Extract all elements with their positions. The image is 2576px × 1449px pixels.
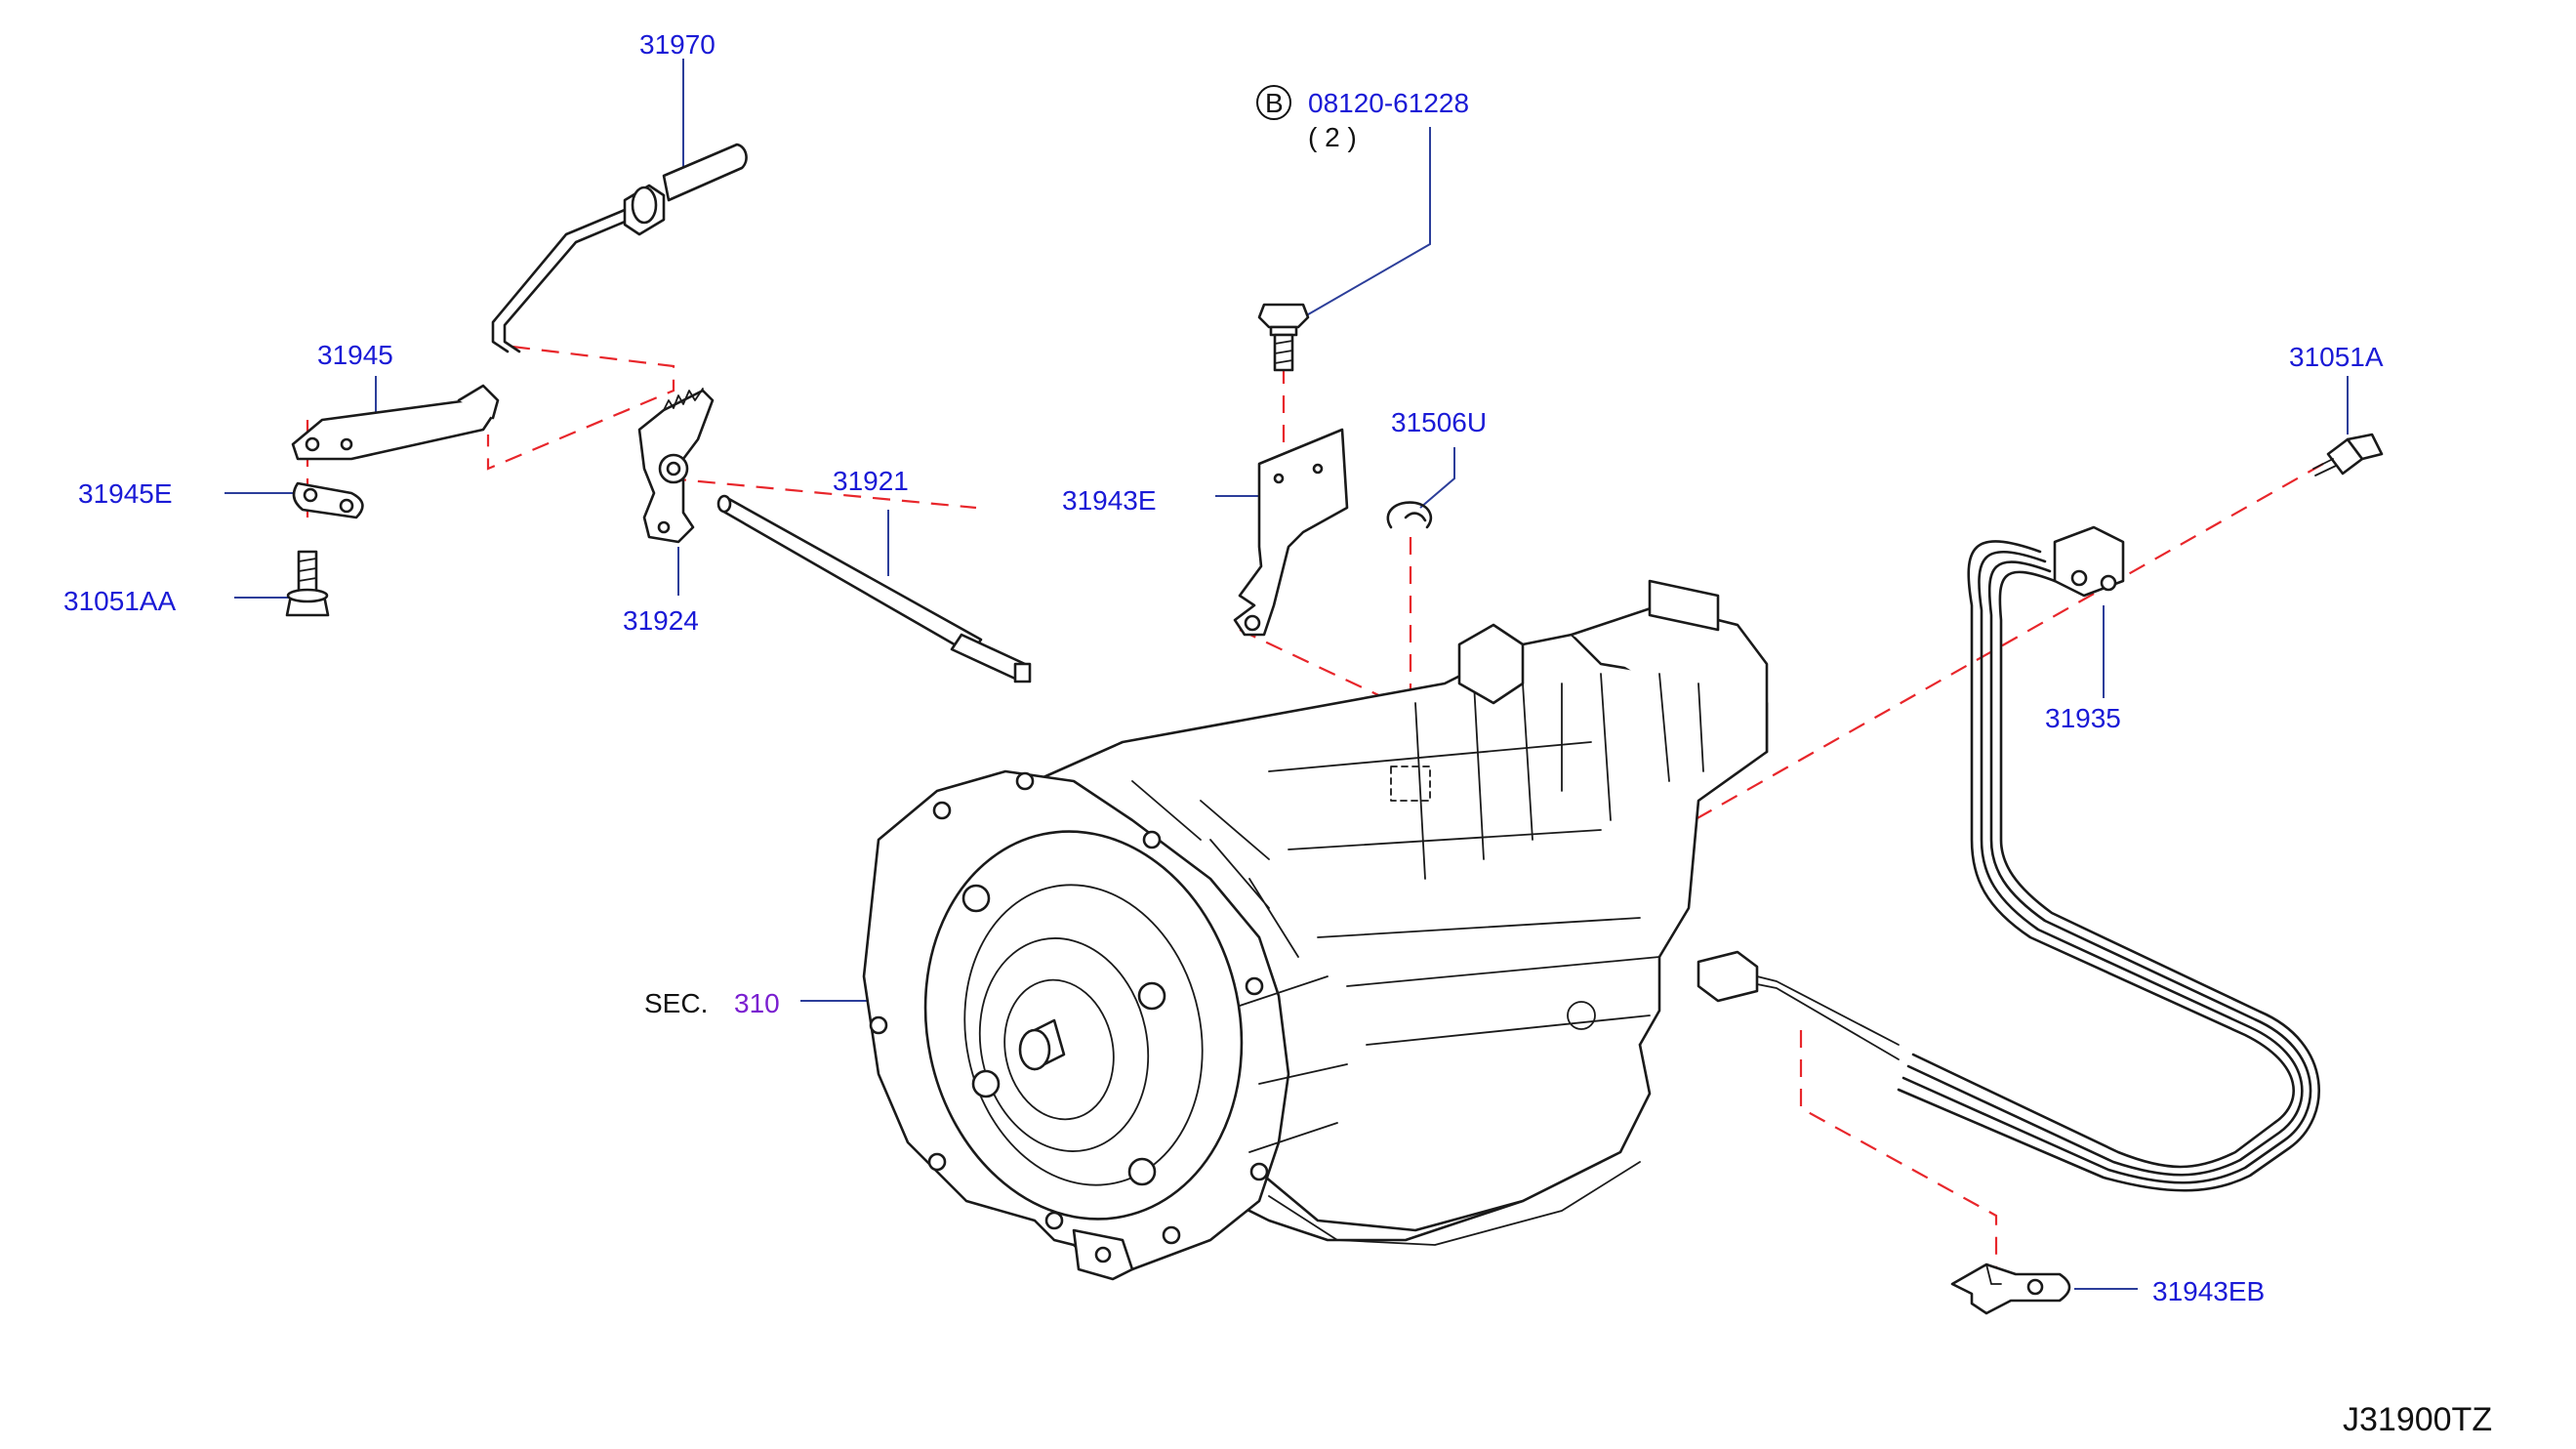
label-31945e: 31945E	[78, 478, 173, 509]
label-31943eb: 31943EB	[2152, 1276, 2265, 1306]
part-31945e-drawing	[292, 481, 364, 519]
part-31943eb-drawing	[1950, 1263, 2071, 1315]
part-31924-drawing	[637, 388, 715, 544]
part-31935-drawing	[1697, 525, 2320, 1192]
section-prefix: SEC.	[644, 988, 708, 1018]
part-31051aa-drawing	[285, 550, 330, 617]
leader-lines	[225, 59, 2349, 1290]
transmission-drawing	[862, 579, 1769, 1281]
label-31935: 31935	[2045, 703, 2121, 733]
part-31506u-drawing	[1386, 501, 1432, 529]
part-31051a-drawing	[2312, 433, 2384, 476]
section-number: 310	[734, 988, 780, 1018]
label-31943e: 31943E	[1062, 485, 1157, 516]
label-bolt-part-number: 08120-61228	[1308, 88, 1469, 118]
label-31945: 31945	[317, 340, 393, 370]
label-31051a: 31051A	[2289, 342, 2384, 372]
part-31970-drawing	[491, 143, 748, 353]
label-31506u: 31506U	[1391, 407, 1487, 437]
label-31924: 31924	[623, 605, 699, 636]
label-31051aa: 31051AA	[63, 586, 177, 616]
part-labels: 31970 31945 31945E 31051AA 31924 31921 B…	[63, 29, 2492, 1438]
part-31945-drawing	[291, 384, 500, 461]
label-31921: 31921	[833, 466, 909, 496]
label-bolt-quantity: ( 2 )	[1308, 122, 1357, 152]
bolt-08120-61228-drawing	[1257, 303, 1310, 372]
diagram-code: J31900TZ	[2343, 1401, 2492, 1438]
label-31970: 31970	[639, 29, 716, 60]
bolt-badge-letter: B	[1265, 88, 1284, 118]
bolt-badge-circle	[1256, 85, 1291, 120]
part-31921-drawing	[716, 494, 1032, 683]
part-31943e-drawing	[1233, 428, 1349, 637]
